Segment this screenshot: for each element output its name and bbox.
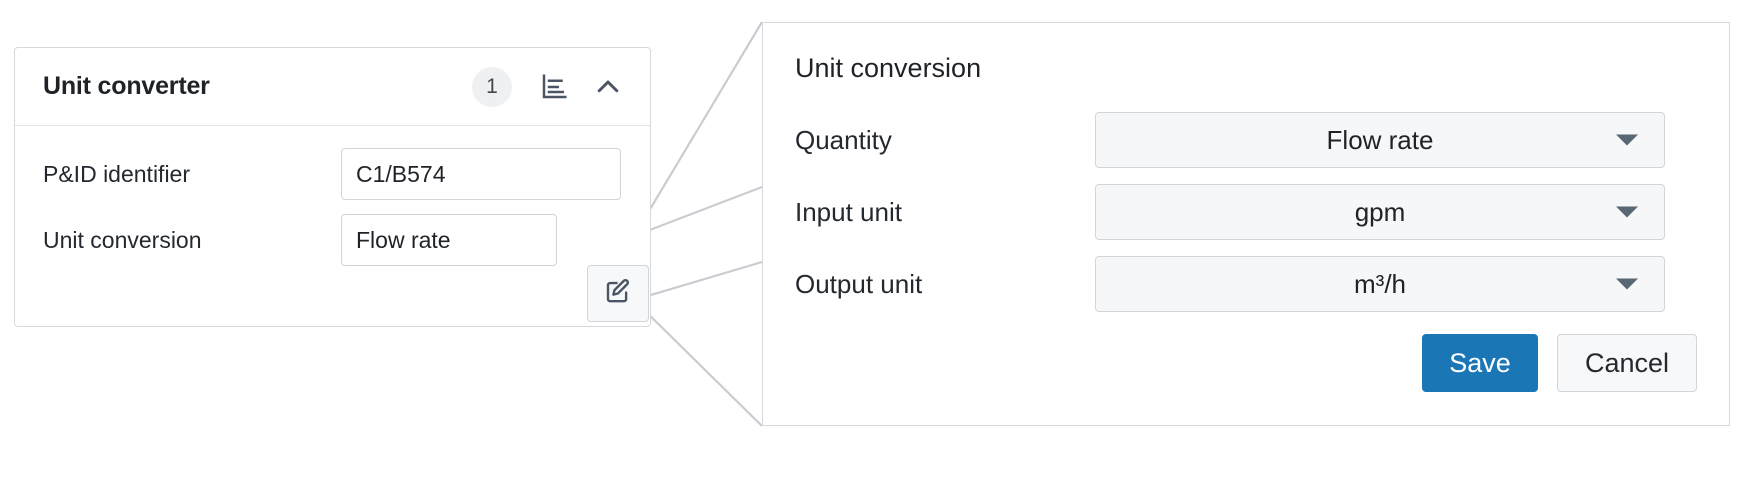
quantity-select-value: Flow rate bbox=[1326, 124, 1434, 155]
output-unit-select[interactable]: m³/h bbox=[1095, 256, 1665, 312]
edit-unit-conversion-button[interactable] bbox=[587, 265, 649, 322]
unit-converter-card: Unit converter 1 P&ID identifier C1/B bbox=[14, 47, 651, 327]
page-title: Unit converter bbox=[43, 72, 210, 100]
panel-label-quantity: Quantity bbox=[795, 124, 892, 155]
chevron-down-icon bbox=[1616, 278, 1638, 290]
field-label-pid-identifier: P&ID identifier bbox=[43, 160, 191, 187]
chevron-down-icon bbox=[1616, 206, 1638, 218]
chevron-down-icon bbox=[1616, 134, 1638, 146]
panel-row-quantity: Quantity Flow rate bbox=[795, 112, 1699, 168]
unit-conversion-panel: Unit conversion Quantity Flow rate Input… bbox=[762, 22, 1730, 426]
quantity-select[interactable]: Flow rate bbox=[1095, 112, 1665, 168]
save-button[interactable]: Save bbox=[1422, 334, 1538, 392]
chevron-up-icon[interactable] bbox=[588, 67, 628, 107]
panel-row-input-unit: Input unit gpm bbox=[795, 184, 1699, 240]
connector-line-upper-mid bbox=[633, 185, 763, 238]
input-unit-select[interactable]: gpm bbox=[1095, 184, 1665, 240]
field-row-pid-identifier: P&ID identifier C1/B574 bbox=[43, 148, 622, 200]
pid-identifier-input[interactable]: C1/B574 bbox=[341, 148, 621, 200]
panel-actions: Save Cancel bbox=[795, 334, 1699, 392]
unit-conversion-input[interactable]: Flow rate bbox=[341, 214, 557, 266]
panel-label-input-unit: Input unit bbox=[795, 196, 902, 227]
status-badge: 1 bbox=[472, 66, 512, 107]
output-unit-select-value: m³/h bbox=[1354, 268, 1406, 299]
field-label-unit-conversion: Unit conversion bbox=[43, 226, 202, 253]
bar-chart-icon[interactable] bbox=[534, 67, 574, 107]
panel-row-output-unit: Output unit m³/h bbox=[795, 256, 1699, 312]
edit-pencil-icon bbox=[603, 276, 633, 311]
panel-label-output-unit: Output unit bbox=[795, 268, 923, 299]
connector-line-top bbox=[633, 21, 763, 237]
connector-line-bottom bbox=[633, 299, 763, 427]
card-body: P&ID identifier C1/B574 Unit conversion … bbox=[15, 126, 650, 266]
cancel-button[interactable]: Cancel bbox=[1557, 334, 1697, 392]
panel-title: Unit conversion bbox=[795, 53, 982, 83]
card-header: Unit converter 1 bbox=[15, 48, 650, 126]
connector-line-lower-mid bbox=[633, 260, 763, 302]
input-unit-select-value: gpm bbox=[1354, 196, 1406, 227]
field-row-unit-conversion: Unit conversion Flow rate bbox=[43, 214, 622, 266]
